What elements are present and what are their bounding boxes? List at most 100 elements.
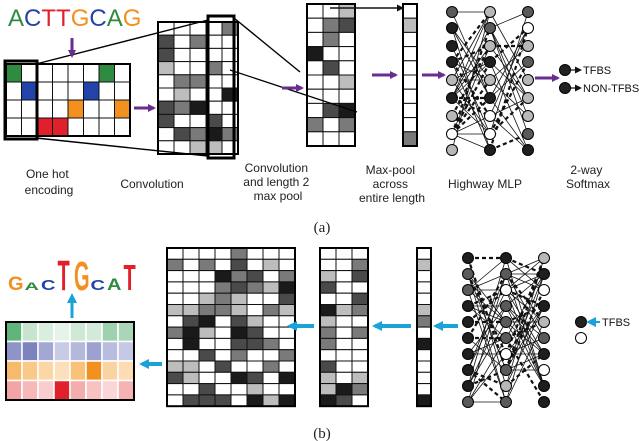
conv-cell xyxy=(157,61,175,76)
vector-cell xyxy=(402,3,418,19)
network-edge xyxy=(451,45,491,99)
network-edge xyxy=(489,11,529,135)
one-hot-cell xyxy=(5,81,22,101)
output-node-tfbs xyxy=(559,64,571,76)
pwm-cell xyxy=(5,340,23,362)
conv-window xyxy=(206,14,236,160)
deconv-cell xyxy=(182,292,200,306)
label-highway-mlp: Highway MLP xyxy=(448,177,522,191)
conv-cell xyxy=(157,74,175,89)
one-hot-hot-cell xyxy=(114,99,131,119)
pooled-feature-map xyxy=(229,3,358,147)
network-edge xyxy=(505,273,545,403)
deconv-pool-cell xyxy=(351,383,369,396)
sequence-letter: A xyxy=(8,5,24,32)
pwm-cell xyxy=(5,321,23,343)
deconv-pool-cell xyxy=(335,326,353,339)
logo-letter: G xyxy=(8,273,24,295)
network-node xyxy=(500,268,512,280)
network-edge xyxy=(451,11,491,151)
network-node xyxy=(484,144,496,156)
label-line: entire length xyxy=(359,191,425,205)
one-hot-cell xyxy=(98,81,115,101)
deconv-vector-cell xyxy=(416,292,432,306)
deconv-cell xyxy=(166,247,184,260)
deconv-cell xyxy=(246,371,264,385)
pwm-cell xyxy=(117,360,135,382)
label-line: and length 2 xyxy=(243,175,309,189)
one-hot-matrix xyxy=(3,59,131,141)
pwm-cell xyxy=(5,379,23,401)
deconv-cell xyxy=(262,258,280,272)
network-edge xyxy=(467,337,507,403)
label-line: Max-pool xyxy=(366,163,415,177)
deconv-cell xyxy=(182,360,200,373)
deconv-cell xyxy=(166,315,184,328)
label-conv-pool: Convolution and length 2 max pool xyxy=(243,161,312,203)
deconv-cell xyxy=(214,281,232,294)
deconv-cell xyxy=(230,337,248,351)
deconv-cell xyxy=(214,337,232,351)
grid-border xyxy=(306,3,356,147)
conv-cell xyxy=(157,113,175,129)
one-hot-cell xyxy=(98,117,115,137)
deconv-pool-cell xyxy=(351,337,369,351)
pwm-cell xyxy=(5,360,23,382)
network-node xyxy=(500,380,512,392)
deconv-cell xyxy=(262,326,280,339)
deconv-vector-cell xyxy=(416,383,432,396)
deconv-pool-cell xyxy=(351,394,369,407)
network-node xyxy=(500,300,512,312)
one-hot-cell xyxy=(52,99,69,119)
pool-cell xyxy=(306,60,324,76)
pool-cell xyxy=(338,117,356,133)
network-node xyxy=(500,284,512,296)
deconv-cell xyxy=(182,326,200,339)
network-node xyxy=(462,316,474,328)
network-node xyxy=(446,56,458,68)
pwm-cell xyxy=(21,379,39,401)
one-hot-hot-cell xyxy=(67,99,84,119)
pool-cell xyxy=(322,117,340,133)
deconv-pool-cell xyxy=(335,281,353,294)
output-label: NON-TFBS xyxy=(583,83,639,95)
network-node xyxy=(538,252,550,264)
deconv-cell xyxy=(278,304,296,317)
grid-border xyxy=(416,247,432,408)
network-edge xyxy=(467,257,507,291)
deconv-cell xyxy=(246,304,264,317)
deconv-vector-cell xyxy=(416,304,432,317)
network-node xyxy=(462,364,474,376)
deconv-cell xyxy=(198,371,216,385)
conv-cell xyxy=(221,21,239,36)
network-node xyxy=(462,396,474,408)
pool-cell xyxy=(322,60,340,76)
pool-cell xyxy=(338,3,356,19)
deconv-vector-cell xyxy=(416,247,432,260)
label-one-hot-encoding: One hot encoding xyxy=(25,167,74,197)
tfbs-output-b: TFBS xyxy=(575,316,630,344)
pool-cell xyxy=(306,102,324,119)
one-hot-cell xyxy=(114,81,131,101)
one-hot-cell xyxy=(21,63,38,83)
filter-window xyxy=(3,59,39,141)
deconv-cell xyxy=(230,360,248,373)
output-label-b: TFBS xyxy=(602,317,630,329)
deconv-pool-cell xyxy=(351,258,369,272)
pwm-cell xyxy=(53,360,71,382)
label-line: encoding xyxy=(25,183,74,197)
deconv-cell xyxy=(246,281,264,294)
deconv-cell xyxy=(182,247,200,260)
deconv-cell xyxy=(182,281,200,294)
network-node xyxy=(446,40,458,52)
one-hot-cell xyxy=(67,81,84,101)
grid-border xyxy=(319,247,369,408)
network-node xyxy=(484,22,496,34)
network-node xyxy=(538,380,550,392)
one-hot-cell xyxy=(36,99,53,119)
deconv-cell xyxy=(166,360,184,373)
network-edge xyxy=(467,353,507,403)
one-hot-hot-cell xyxy=(83,81,100,101)
